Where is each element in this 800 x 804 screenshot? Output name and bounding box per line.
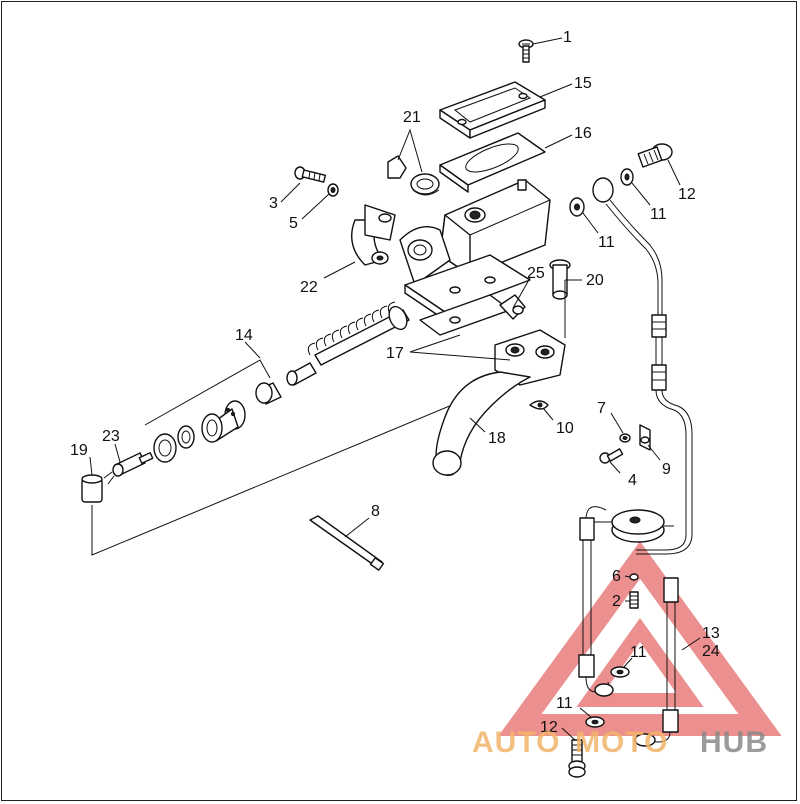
part-2-bolt	[629, 591, 639, 609]
part-19-boot	[81, 474, 103, 503]
callout-18: 18	[488, 430, 506, 447]
callout-10: 10	[556, 420, 574, 437]
callout-3: 3	[269, 195, 278, 212]
part-9-bracket	[639, 424, 651, 451]
part-4-screw	[599, 448, 624, 464]
part-5-washer	[327, 183, 339, 197]
callout-1: 1	[563, 29, 572, 46]
callout-12-lower: 12	[540, 719, 558, 736]
part-8-cable-strap	[309, 515, 385, 571]
part-18-lever	[432, 329, 566, 476]
part-7-nut	[619, 433, 631, 443]
callout-19: 19	[70, 442, 88, 459]
watermark-triangle-inner	[576, 617, 704, 707]
part-12-banjo-bolt-lower	[568, 739, 586, 778]
callout-11-upper-b: 11	[598, 234, 615, 251]
part-11-washer-upper-a	[620, 168, 634, 186]
watermark-text-auto: AUTO	[472, 726, 560, 759]
part-1-screw	[518, 39, 534, 63]
callout-15: 15	[574, 75, 592, 92]
callout-25: 25	[527, 265, 545, 282]
callout-13: 13	[702, 625, 720, 642]
part-21-plugs	[387, 155, 440, 196]
callout-23: 23	[102, 428, 120, 445]
watermark-text-hub: HUB	[700, 726, 768, 759]
callout-21: 21	[403, 109, 421, 126]
brake-junction-block	[583, 506, 674, 543]
callout-17: 17	[386, 345, 404, 362]
part-6-washer	[629, 573, 639, 581]
part-16-gasket	[439, 132, 546, 193]
callouts: 1 15 21 16 3 5 12 11 11 22 25 20 14 17 7…	[70, 29, 720, 736]
callout-16: 16	[574, 125, 592, 142]
master-cylinder-body	[399, 179, 551, 336]
callout-24: 24	[702, 643, 720, 660]
callout-9: 9	[662, 461, 671, 478]
part-11-washer-upper-b	[569, 197, 585, 217]
part-11-washer-lower-a	[610, 666, 630, 678]
callout-2: 2	[612, 593, 621, 610]
part-14-piston-kit	[144, 301, 410, 463]
callout-12-upper: 12	[678, 186, 696, 203]
part-14-piston	[201, 400, 246, 443]
watermark-text-moto: MOTO	[575, 726, 668, 759]
brake-hose-lower-left	[578, 517, 614, 697]
part-25-bushing	[499, 294, 526, 320]
callout-11-lower-a: 11	[630, 644, 647, 661]
callout-11-lower-b: 11	[556, 695, 573, 712]
brake-hose-lower-right	[634, 577, 679, 747]
callout-7: 7	[597, 400, 606, 417]
callout-14: 14	[235, 327, 253, 344]
callout-22: 22	[300, 279, 318, 296]
leader-19-assembly	[91, 359, 561, 556]
part-12-banjo-bolt-upper	[637, 143, 673, 168]
part-22-clamp	[351, 204, 396, 266]
watermark-logo	[498, 541, 782, 736]
brake-line-upper	[592, 177, 693, 555]
part-3-screw	[294, 166, 327, 183]
watermark-triangle-outer	[498, 541, 782, 736]
leader-lines	[89, 37, 701, 741]
part-23-switch	[103, 452, 154, 485]
part-15-cover	[439, 81, 546, 139]
callout-20: 20	[586, 272, 604, 289]
callout-6: 6	[612, 568, 621, 585]
callout-5: 5	[289, 215, 298, 232]
watermark-text: AUTO MOTO HUB	[472, 726, 768, 759]
callout-8: 8	[371, 503, 380, 520]
part-10-clip	[529, 400, 549, 410]
part-11-washer-lower-b	[585, 716, 605, 728]
callout-4: 4	[628, 472, 637, 489]
callout-11-upper-a: 11	[650, 206, 667, 223]
